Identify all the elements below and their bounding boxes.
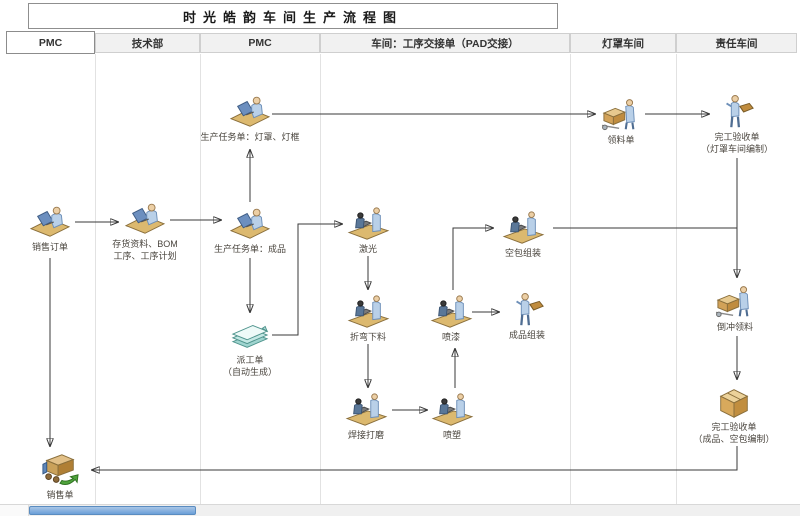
node-sales-order[interactable]: 销售订单 <box>5 203 95 253</box>
node-label-line2: （自动生成） <box>222 367 277 377</box>
node-label: 生产任务单：灯罩、灯框 <box>200 132 300 142</box>
node-label: 成品组装 <box>508 330 545 340</box>
node-label: 倒冲领料 <box>716 322 753 332</box>
node-powder-coating[interactable]: 喷塑 <box>412 391 492 441</box>
node-label: 销售订单 <box>31 242 68 252</box>
node-task-finished[interactable]: 生产任务单：成品 <box>195 205 305 255</box>
node-label: 空包组装 <box>504 248 541 258</box>
node-label-line2: 工序、工序计划 <box>113 251 177 261</box>
lane-header-pmc-1[interactable]: PMC <box>6 31 95 54</box>
node-laser[interactable]: 激光 <box>328 205 408 255</box>
lane-divider <box>676 54 677 504</box>
lane-header-pmc-2[interactable]: PMC <box>200 33 320 53</box>
node-spray-painting[interactable]: 喷漆 <box>411 293 491 343</box>
lane-divider <box>570 54 571 504</box>
lane-divider <box>95 54 96 504</box>
node-label: 完工验收单 <box>714 132 760 142</box>
node-label: 折弯下料 <box>349 332 386 342</box>
horizontal-scrollbar[interactable] <box>0 504 800 516</box>
node-label: 销售单 <box>46 490 74 500</box>
lane-header-lampshade[interactable]: 灯罩车间 <box>570 33 676 53</box>
person-with-cart-icon <box>598 96 644 134</box>
node-label: 喷漆 <box>441 332 460 342</box>
lane-header-responsible[interactable]: 责任车间 <box>676 33 797 53</box>
workers-bench-icon <box>345 293 391 331</box>
worker-at-computer-icon <box>227 205 273 243</box>
worker-at-computer-icon <box>27 203 73 241</box>
scrollbar-corner <box>0 505 29 516</box>
workers-bench-icon <box>343 391 389 429</box>
node-backflush-requisition[interactable]: 倒冲领料 <box>690 283 780 333</box>
lane-divider <box>320 54 321 504</box>
node-finished-assembly[interactable]: 成品组装 <box>482 291 572 341</box>
node-label: 焊接打磨 <box>347 430 384 440</box>
node-label-line2: （灯罩车间编制） <box>700 144 773 154</box>
lane-header-tech-dept[interactable]: 技术部 <box>95 33 200 53</box>
node-task-lampshade[interactable]: 生产任务单：灯罩、灯框 <box>185 93 315 143</box>
node-label: 领料单 <box>607 135 635 145</box>
horizontal-scrollbar-thumb[interactable] <box>29 506 196 515</box>
delivery-truck-icon <box>37 451 83 489</box>
node-label: 生产任务单：成品 <box>213 244 286 254</box>
person-with-cart-icon <box>712 283 758 321</box>
person-carrying-icon <box>714 93 760 131</box>
node-acceptance-lampshade[interactable]: 完工验收单 （灯罩车间编制） <box>682 93 792 155</box>
worker-at-computer-icon <box>122 200 168 238</box>
node-welding-grinding[interactable]: 焊接打磨 <box>321 391 411 441</box>
node-empty-pack-assembly[interactable]: 空包组装 <box>478 209 568 259</box>
node-sales-slip[interactable]: 销售单 <box>15 451 105 501</box>
lane-header-workshop[interactable]: 车间：工序交接单（PAD交接） <box>320 33 570 53</box>
paper-stack-icon <box>227 316 273 354</box>
worker-at-computer-icon <box>227 93 273 131</box>
node-label: 派工单 <box>236 355 264 365</box>
node-acceptance-finished[interactable]: 完工验收单 （成品、空包编制） <box>674 383 794 445</box>
node-inventory-bom[interactable]: 存货资料、BOM 工序、工序计划 <box>95 200 195 262</box>
node-material-requisition[interactable]: 领料单 <box>576 96 666 146</box>
node-label: 喷塑 <box>442 430 461 440</box>
node-bending-cutting[interactable]: 折弯下料 <box>323 293 413 343</box>
node-label: 存货资料、BOM <box>112 239 178 249</box>
workers-bench-icon <box>428 293 474 331</box>
workers-bench-icon <box>345 205 391 243</box>
lane-divider <box>200 54 201 504</box>
diagram-title: 时光皓韵车间生产流程图 <box>28 3 558 29</box>
node-label-line2: （成品、空包编制） <box>693 434 775 444</box>
node-label: 激光 <box>358 244 377 254</box>
person-carrying-icon <box>504 291 550 329</box>
node-dispatch-order[interactable]: 派工单 （自动生成） <box>200 316 300 378</box>
workers-bench-icon <box>429 391 475 429</box>
carton-box-icon <box>711 383 757 421</box>
node-label: 完工验收单 <box>711 422 757 432</box>
workers-bench-icon <box>500 209 546 247</box>
